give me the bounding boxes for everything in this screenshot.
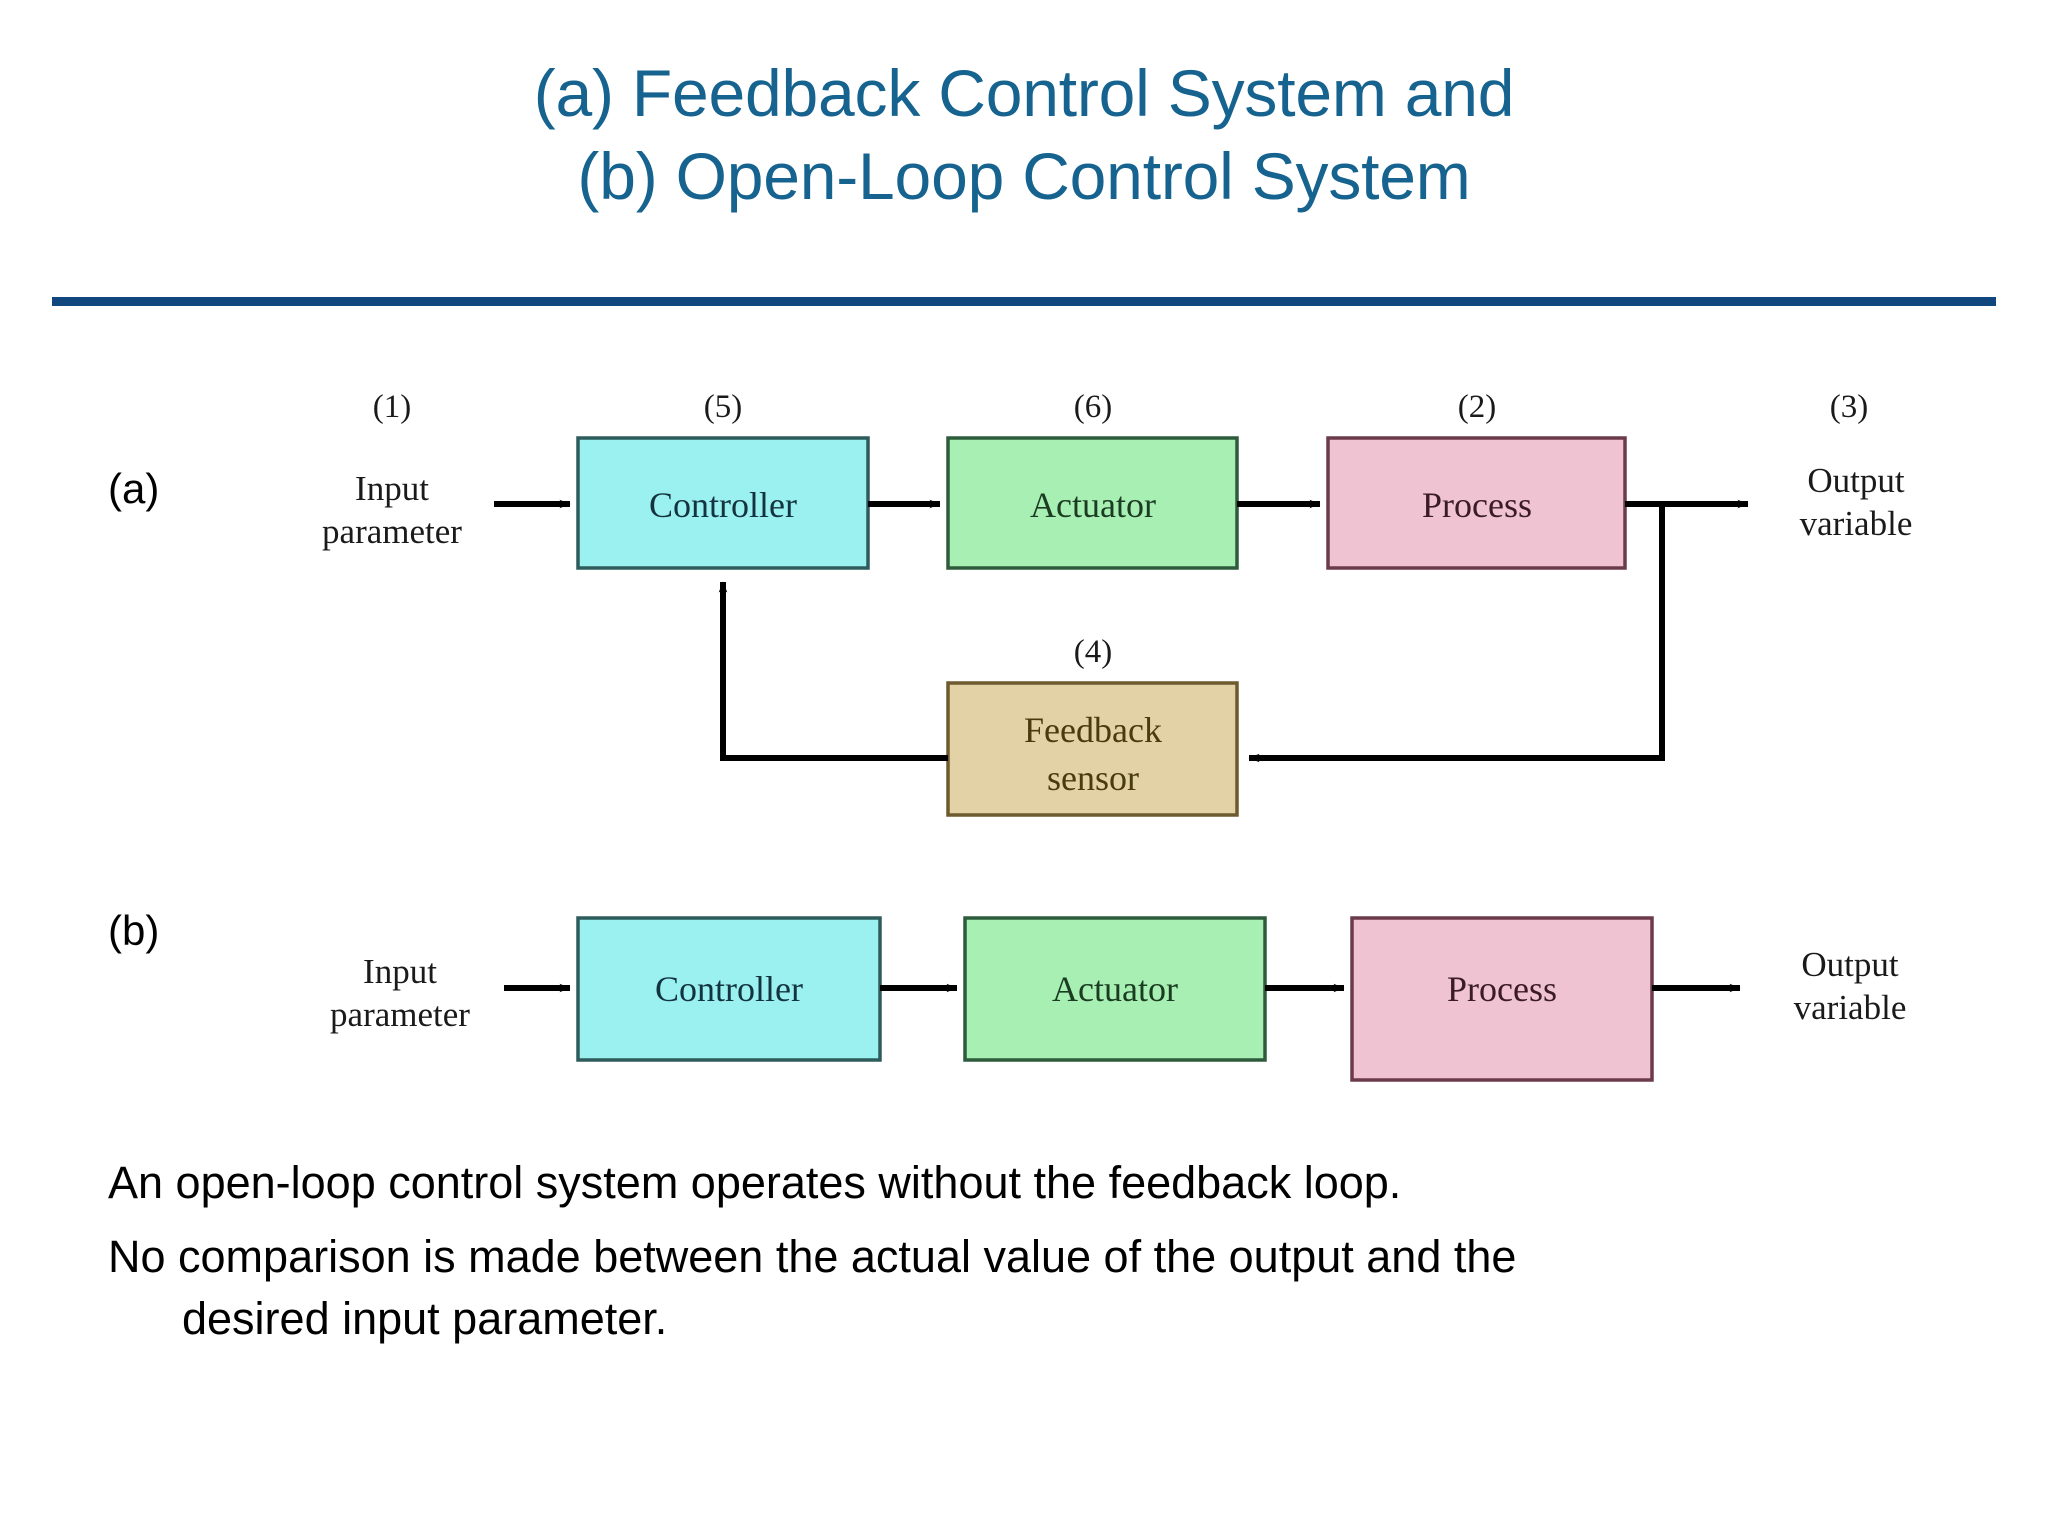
diagram-a-number-5: (5) bbox=[704, 389, 742, 425]
diagram-b-input-label-line1: Input bbox=[363, 952, 437, 991]
page-title-line-1: (a) Feedback Control System and bbox=[533, 56, 1515, 130]
title-divider-rule bbox=[52, 297, 1996, 306]
diagram-a-box-actuator bbox=[946, 436, 1239, 570]
diagram-a-number-1: (1) bbox=[373, 389, 411, 425]
diagram-a-output-label-line1: Output bbox=[1807, 461, 1905, 500]
section-label-a: (a) bbox=[108, 465, 160, 512]
page-title-line-2: (b) Open-Loop Control System bbox=[577, 139, 1471, 214]
diagram-a-box-process-label: Process bbox=[1422, 485, 1532, 525]
diagram-a-number-4: (4) bbox=[1074, 634, 1112, 670]
diagram-b-box-controller bbox=[576, 916, 882, 1062]
diagram-a-box-actuator-label: Actuator bbox=[1030, 485, 1156, 525]
diagram-b-box-process bbox=[1350, 916, 1654, 1082]
diagram-a-input-label-line2: parameter bbox=[322, 512, 462, 551]
diagram-a-feedback-path-sensor-to-controller bbox=[718, 581, 948, 761]
diagram-b-output-label-line2: variable bbox=[1794, 988, 1907, 1027]
diagram-a-output-label-line2: variable bbox=[1800, 504, 1913, 543]
diagram-a-box-process bbox=[1326, 436, 1627, 570]
diagram-a-number-6: (6) bbox=[1074, 389, 1112, 425]
body-paragraph-2-line-2: desired input parameter. bbox=[182, 1293, 668, 1345]
diagram-b-box-process-label: Process bbox=[1447, 969, 1557, 1009]
section-label-b: (b) bbox=[108, 907, 160, 954]
diagram-a-number-2: (2) bbox=[1458, 389, 1496, 425]
diagram-a-number-3: (3) bbox=[1830, 389, 1868, 425]
diagram-a-input-label-line1: Input bbox=[355, 469, 429, 508]
body-paragraph-2: No comparison is made between the actual… bbox=[108, 1226, 1988, 1350]
diagram-a-box-feedback-sensor-label-line2: sensor bbox=[1047, 758, 1139, 798]
diagram-b-box-controller-label: Controller bbox=[655, 969, 803, 1009]
page-title: (a) Feedback Control System and (b) Open… bbox=[0, 52, 2048, 218]
diagram-b-input-label-line2: parameter bbox=[330, 995, 470, 1034]
diagram-a-feedback-path-output-to-sensor bbox=[1248, 504, 1665, 763]
diagram-a-box-feedback-sensor bbox=[946, 681, 1239, 817]
body-paragraph-2-line-1: No comparison is made between the actual… bbox=[108, 1231, 1517, 1283]
diagram-b-output-label-line1: Output bbox=[1801, 945, 1899, 984]
body-text-block: An open-loop control system operates wit… bbox=[108, 1152, 1988, 1362]
diagram-a-box-controller-label: Controller bbox=[649, 485, 797, 525]
diagram-b-box-actuator-label: Actuator bbox=[1052, 969, 1178, 1009]
diagram-a-box-feedback-sensor-label-line1: Feedback bbox=[1024, 710, 1162, 750]
diagram-b-box-actuator bbox=[963, 916, 1267, 1062]
body-paragraph-1: An open-loop control system operates wit… bbox=[108, 1157, 1402, 1208]
